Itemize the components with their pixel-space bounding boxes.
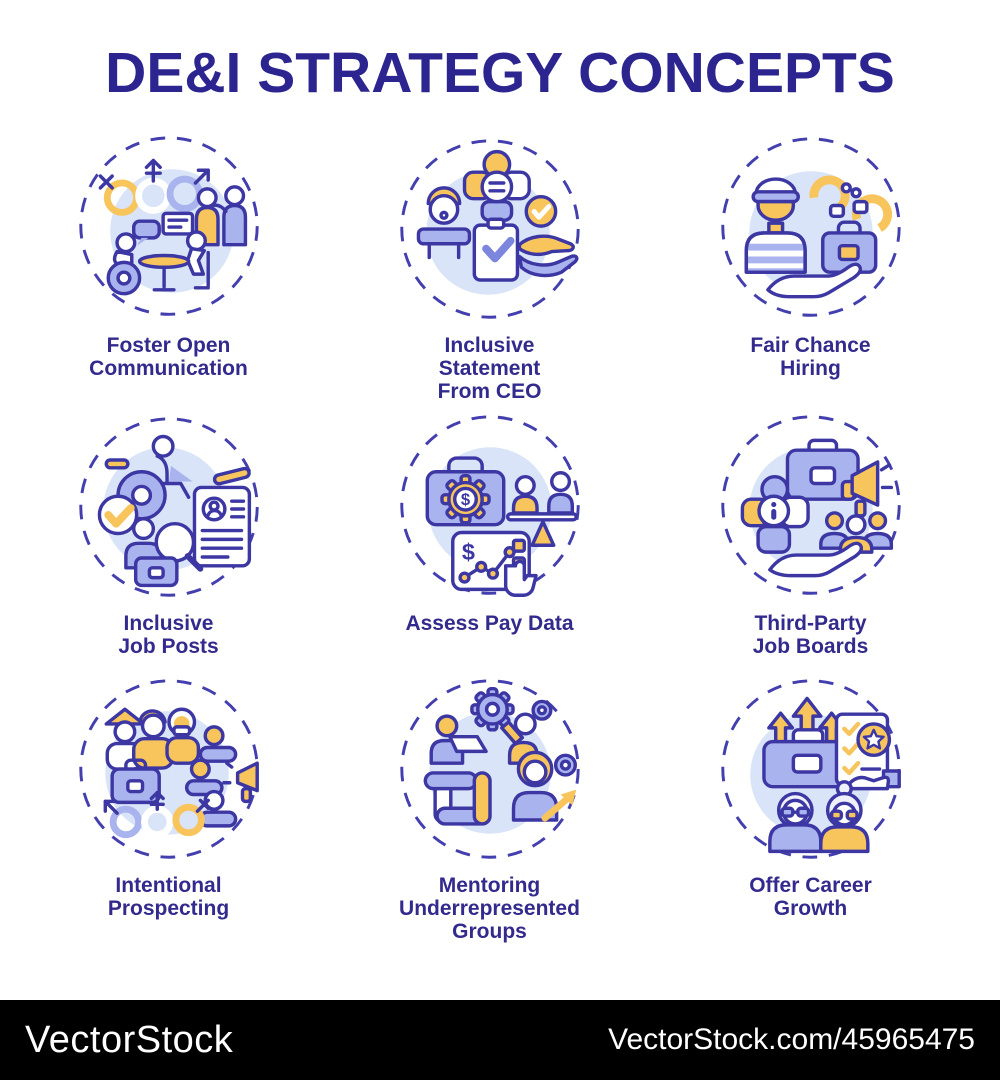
- handcuffs-icon: [808, 175, 892, 232]
- candidate-search-icon: [123, 517, 203, 588]
- ex-offender-icon: [744, 177, 807, 274]
- svg-text:$: $: [460, 490, 470, 509]
- concept-label: Assess Pay Data: [405, 612, 574, 635]
- intentional-prospecting-icon: [78, 679, 259, 859]
- benefits-checklist-icon: [834, 712, 901, 791]
- concept-cell-inclusive-statement: Inclusive Statement From CEO: [392, 133, 588, 411]
- concept-cell-fair-chance-hiring: Fair Chance Hiring: [713, 133, 909, 411]
- concept-cell-foster-open-communication: Foster Open Communication: [71, 133, 267, 411]
- candidate-list-icon: [184, 725, 237, 828]
- salary-briefcase-icon: $: [425, 456, 505, 527]
- watermark-bar: VectorStock VectorStock.com/45965475: [0, 1000, 1000, 1080]
- fair-chance-hiring-icon: [720, 137, 901, 317]
- concept-label: Intentional Prospecting: [107, 874, 230, 921]
- inclusive-statement-from-ceo-icon: [399, 139, 580, 319]
- job-post-document-icon: [192, 466, 251, 568]
- concept-cell-mentoring-groups: Mentoring Underrepresented Groups: [392, 673, 588, 965]
- equality-faces-icon: [462, 149, 531, 222]
- concept-label: Third-Party Job Boards: [752, 612, 869, 659]
- inclusive-job-posts-icon: [78, 417, 259, 597]
- offer-career-growth-icon: [720, 679, 901, 859]
- concept-cell-intentional-prospecting: Intentional Prospecting: [71, 673, 267, 965]
- concept-label: Offer Career Growth: [749, 874, 872, 921]
- supporting-hand-icon: [767, 541, 863, 578]
- concept-label: Inclusive Job Posts: [118, 612, 219, 659]
- assess-pay-data-icon: $ $: [399, 415, 580, 597]
- concept-label: Inclusive Statement From CEO: [437, 334, 542, 404]
- svg-text:$: $: [461, 539, 474, 565]
- pay-chart-icon: $: [450, 530, 538, 597]
- gender-symbols-icon: [103, 790, 210, 839]
- info-community-icon: [740, 474, 810, 554]
- briefcase-icon: [820, 220, 877, 274]
- foster-open-communication-icon: [78, 136, 259, 316]
- approved-check-icon: [97, 494, 138, 536]
- pointer-hand-icon: [503, 559, 538, 597]
- concept-label: Mentoring Underrepresented Groups: [399, 874, 580, 944]
- mentoring-underrepresented-groups-icon: [399, 679, 580, 859]
- concept-label: Fair Chance Hiring: [750, 334, 871, 381]
- job-promotion-icon: [785, 438, 893, 518]
- concept-label: Foster Open Communication: [89, 334, 248, 381]
- ceo-speaker-icon: [416, 186, 471, 260]
- diverse-candidates-icon: [104, 707, 200, 805]
- discussion-table-icon: [106, 211, 210, 296]
- senior-employees-icon: [767, 780, 870, 854]
- megaphone-icon: [840, 460, 893, 518]
- watermark-url: VectorStock.com/45965475: [608, 1023, 975, 1056]
- page-title: DE&I STRATEGY CONCEPTS: [105, 41, 895, 105]
- concept-cell-inclusive-job-posts: Inclusive Job Posts: [71, 411, 267, 673]
- growth-arrow-icon: [540, 789, 576, 822]
- handshake-check-icon: [517, 194, 578, 278]
- pay-balance-icon: [505, 471, 578, 547]
- third-party-job-boards-icon: [720, 415, 901, 595]
- gender-symbols-icon: [98, 158, 210, 216]
- mentor-laptop-icon: [428, 714, 488, 765]
- unity-hands-icon: [423, 771, 492, 826]
- gears-icon: [469, 686, 577, 777]
- supporting-hand-icon: [765, 262, 862, 299]
- outreach-megaphone-icon: [221, 761, 259, 804]
- money-gear-icon: $: [439, 473, 491, 525]
- concept-grid: Foster Open Communication: [8, 133, 972, 965]
- vectorstock-logo: VectorStock: [25, 1018, 234, 1061]
- concept-cell-third-party-job-boards: Third-Party Job Boards: [713, 411, 909, 673]
- approved-statement-icon: [472, 217, 519, 282]
- concept-cell-assess-pay-data: $ $: [392, 411, 588, 673]
- concept-cell-offer-career-growth: Offer Career Growth: [713, 673, 909, 965]
